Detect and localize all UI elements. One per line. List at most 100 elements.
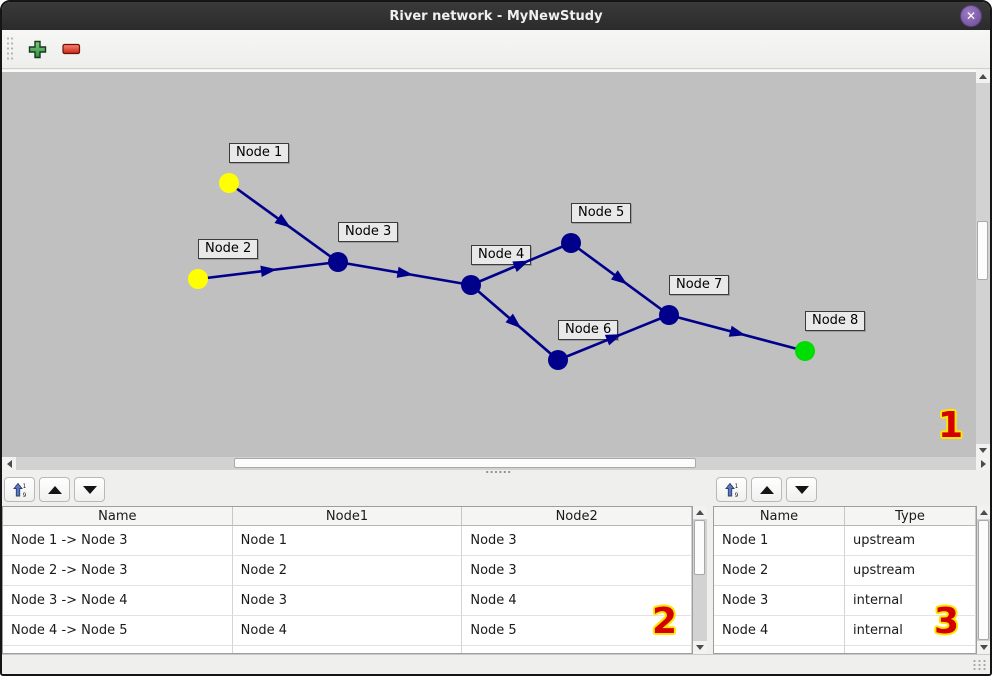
table-cell[interactable]: Node 4 -> Node 5 bbox=[3, 616, 233, 646]
river-graph-svg bbox=[188, 173, 815, 370]
move-up-button[interactable] bbox=[39, 477, 70, 502]
table-cell[interactable]: internal bbox=[845, 586, 976, 616]
table-cell[interactable]: internal bbox=[845, 616, 976, 646]
flow-arrow-icon bbox=[728, 325, 746, 337]
up-triangle-icon bbox=[759, 485, 774, 494]
arrow-up-icon bbox=[980, 510, 988, 515]
table-cell[interactable]: upstream bbox=[845, 526, 976, 556]
scrollbar-thumb[interactable] bbox=[978, 520, 989, 640]
column-header[interactable]: Node1 bbox=[232, 507, 463, 526]
arrow-down-icon bbox=[979, 448, 987, 453]
table-cell[interactable]: Node 2 bbox=[714, 556, 845, 586]
canvas-vertical-scrollbar[interactable] bbox=[976, 70, 990, 457]
flow-arrow-icon bbox=[610, 270, 628, 285]
flow-arrow-icon bbox=[512, 260, 530, 272]
table-cell[interactable]: Node 2 bbox=[232, 556, 463, 586]
move-down-button[interactable] bbox=[786, 477, 817, 502]
svg-text:1: 1 bbox=[22, 484, 26, 490]
river-node-n5[interactable] bbox=[561, 233, 581, 253]
resize-grip[interactable] bbox=[972, 659, 986, 671]
table-cell[interactable]: Node 4 bbox=[714, 616, 845, 646]
scroll-up-button[interactable] bbox=[976, 70, 990, 83]
table-cell[interactable]: Node 1 bbox=[232, 526, 463, 556]
column-header[interactable]: Name bbox=[3, 507, 233, 526]
move-up-button[interactable] bbox=[751, 477, 782, 502]
table-cell[interactable]: Node 3 bbox=[462, 526, 692, 556]
svg-text:9: 9 bbox=[734, 493, 738, 498]
arrow-right-icon bbox=[980, 459, 986, 468]
node-label: Node 1 bbox=[229, 143, 290, 163]
horizontal-splitter[interactable] bbox=[2, 470, 990, 474]
remove-button[interactable] bbox=[60, 38, 82, 60]
node-label: Node 5 bbox=[571, 203, 632, 223]
table-cell[interactable]: Node 3 bbox=[232, 586, 463, 616]
sort-button[interactable]: 1 9 bbox=[4, 477, 35, 502]
sort-button[interactable]: 1 9 bbox=[716, 477, 747, 502]
column-header[interactable]: Name bbox=[714, 507, 845, 526]
reaches-toolbar: 1 9 bbox=[4, 477, 105, 502]
table-cell[interactable]: Node 3 bbox=[462, 556, 692, 586]
scrollbar-thumb[interactable] bbox=[977, 221, 988, 280]
flow-arrow-icon bbox=[505, 313, 522, 329]
flow-arrow-icon bbox=[260, 265, 277, 278]
scrollbar-thumb[interactable] bbox=[694, 520, 705, 575]
arrow-up-icon bbox=[696, 510, 704, 515]
scroll-down-button[interactable] bbox=[976, 444, 990, 457]
node-label: Node 7 bbox=[669, 275, 730, 295]
table-cell[interactable]: Node 5 bbox=[462, 616, 692, 646]
canvas-horizontal-scrollbar[interactable] bbox=[2, 457, 990, 470]
close-button[interactable]: ✕ bbox=[960, 5, 982, 27]
scroll-right-button[interactable] bbox=[976, 457, 990, 470]
river-node-n4[interactable] bbox=[461, 275, 481, 295]
arrow-down-icon bbox=[696, 645, 704, 650]
table-cell[interactable]: upstream bbox=[845, 556, 976, 586]
scroll-up-button[interactable] bbox=[977, 506, 990, 519]
flow-arrow-icon bbox=[274, 213, 291, 228]
column-header[interactable]: Type bbox=[845, 507, 976, 526]
column-header[interactable]: Node2 bbox=[462, 507, 692, 526]
table-cell[interactable]: Node 3 bbox=[714, 586, 845, 616]
scroll-down-button[interactable] bbox=[977, 641, 990, 654]
down-triangle-icon bbox=[82, 485, 97, 494]
nodes-toolbar: 1 9 bbox=[716, 477, 817, 502]
scrollbar-thumb[interactable] bbox=[234, 458, 696, 468]
add-button[interactable] bbox=[26, 38, 48, 60]
river-node-n3[interactable] bbox=[328, 252, 348, 272]
river-node-n7[interactable] bbox=[659, 305, 679, 325]
sort-ascending-icon: 1 9 bbox=[12, 482, 26, 498]
river-node-n8[interactable] bbox=[795, 341, 815, 361]
table-cell[interactable]: Node 4 bbox=[232, 616, 463, 646]
scroll-up-button[interactable] bbox=[693, 506, 707, 519]
table-cell[interactable]: Node 4 bbox=[462, 586, 692, 616]
splitter-grip bbox=[485, 470, 511, 474]
river-node-n2[interactable] bbox=[188, 269, 208, 289]
nodes-table-scrollbar[interactable] bbox=[977, 506, 990, 654]
table-cell[interactable]: Node 1 -> Node 3 bbox=[3, 526, 233, 556]
river-node-n6[interactable] bbox=[548, 350, 568, 370]
titlebar[interactable]: River network - MyNewStudy ✕ bbox=[2, 2, 990, 30]
toolbar-drag-handle[interactable] bbox=[6, 36, 14, 62]
flow-arrow-icon bbox=[604, 334, 622, 346]
reaches-table-scrollbar[interactable] bbox=[693, 506, 707, 654]
move-down-button[interactable] bbox=[74, 477, 105, 502]
river-node-n1[interactable] bbox=[219, 173, 239, 193]
table-cell[interactable]: Node 1 bbox=[714, 526, 845, 556]
table-cell[interactable]: Node 2 -> Node 3 bbox=[3, 556, 233, 586]
scroll-left-button[interactable] bbox=[2, 457, 16, 470]
table-cell[interactable]: Node 3 -> Node 4 bbox=[3, 586, 233, 616]
scroll-down-button[interactable] bbox=[693, 641, 707, 654]
main-toolbar bbox=[2, 30, 990, 69]
node-label: Node 3 bbox=[338, 222, 399, 242]
